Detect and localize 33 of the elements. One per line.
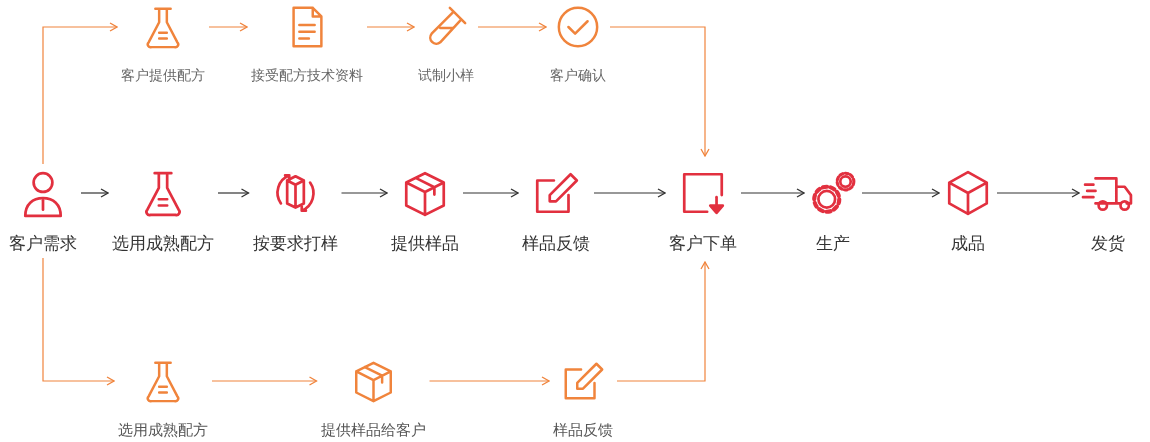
arrow	[428, 376, 550, 386]
step-label: 选用成熟配方	[112, 232, 214, 254]
step-label: 客户下单	[669, 232, 737, 254]
arrow	[217, 188, 250, 198]
step-label: 选用成熟配方	[118, 420, 208, 440]
step-label: 成品	[951, 232, 985, 254]
step-label: 样品反馈	[522, 232, 590, 254]
arrow	[477, 22, 547, 32]
step-label: 试制小样	[418, 66, 474, 84]
step-label: 提供样品给客户	[320, 420, 426, 440]
arrow	[462, 188, 519, 198]
step-label: 接受配方技术资料	[251, 66, 363, 84]
step-label: 客户确认	[550, 66, 606, 84]
arrow	[861, 188, 940, 198]
arrow	[80, 188, 109, 198]
arrow	[211, 376, 318, 386]
step-label: 发货	[1091, 232, 1125, 254]
step-label: 客户提供配方	[121, 66, 205, 84]
arrow	[340, 188, 388, 198]
step-label: 提供样品	[391, 232, 459, 254]
arrow	[593, 188, 666, 198]
arrow	[366, 22, 415, 32]
arrow	[609, 26, 710, 157]
arrow	[740, 188, 805, 198]
arrow	[42, 22, 118, 165]
arrow	[42, 257, 115, 386]
step-label: 客户需求	[9, 232, 77, 254]
step-label: 样品反馈	[553, 420, 613, 440]
arrow	[996, 188, 1080, 198]
arrow	[208, 22, 248, 32]
step-label: 生产	[816, 232, 850, 254]
arrow	[616, 261, 710, 382]
step-label: 按要求打样	[252, 232, 338, 254]
